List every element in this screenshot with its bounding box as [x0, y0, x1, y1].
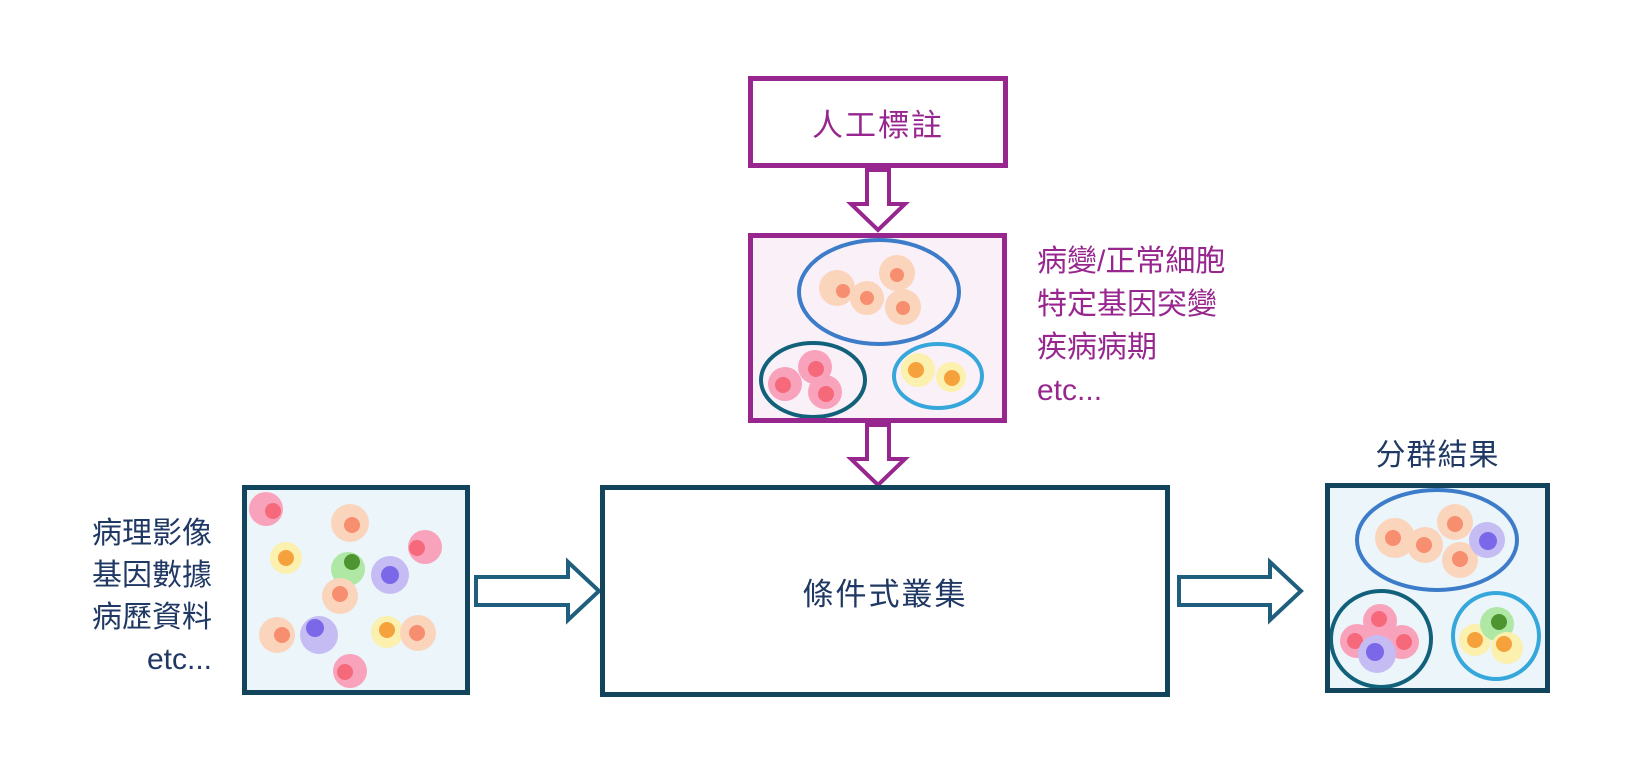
cell-peach — [322, 578, 358, 614]
cell-purple — [300, 616, 338, 654]
input-cells-box — [242, 485, 470, 695]
clustering-result-box — [1325, 483, 1550, 693]
cell-yellow — [1491, 632, 1523, 664]
cell-peach — [1407, 527, 1443, 563]
cell-yellow — [936, 362, 966, 392]
cluster-outline-blue — [797, 238, 961, 346]
cluster-outline-cyan — [892, 342, 984, 410]
cell-pink — [808, 375, 842, 409]
unclustered-cells-illustration — [249, 492, 442, 688]
cell-green — [331, 552, 365, 586]
cell-yellow — [270, 542, 302, 574]
cell-pink — [408, 530, 442, 564]
cell-purple — [1469, 522, 1505, 558]
cell-peach — [885, 289, 921, 325]
cell-peach — [259, 617, 295, 653]
cell-purple — [1358, 635, 1396, 673]
manual-annotation-label: 人工標註 — [812, 107, 944, 143]
right-arrow-icon — [474, 557, 602, 625]
cluster-outline-blue — [1355, 488, 1519, 592]
cell-pink — [249, 492, 283, 526]
condition-label-list: 病變/正常細胞 特定基因突變 疾病病期 etc... — [1037, 240, 1225, 412]
input-line: 病理影像 — [92, 517, 212, 550]
cell-pink — [768, 367, 802, 401]
cell-pink — [333, 654, 367, 688]
condition-line: 特定基因突變 — [1037, 288, 1217, 321]
manual-annotation-box: 人工標註 — [748, 76, 1008, 168]
condition-line: 病變/正常細胞 — [1037, 245, 1226, 278]
cluster-outline-dark-teal — [1330, 589, 1433, 688]
input-line: 基因數據 — [92, 559, 212, 592]
input-line: etc... — [146, 643, 212, 676]
input-line: 病歷資料 — [92, 601, 212, 634]
conditional-clustering-box: 條件式叢集 — [600, 485, 1170, 697]
cell-peach — [879, 255, 915, 291]
clustered-cells-illustration — [1330, 488, 1541, 688]
labeled-examples-box — [748, 233, 1007, 423]
cell-peach — [1437, 504, 1473, 540]
cell-yellow — [901, 353, 935, 387]
cell-pink — [1363, 604, 1397, 638]
cell-peach — [850, 281, 884, 315]
cell-peach — [819, 270, 855, 306]
down-arrow-icon — [846, 423, 910, 488]
conditional-clustering-label: 條件式叢集 — [802, 576, 968, 612]
cell-peach — [400, 615, 436, 651]
cluster-outline-cyan — [1451, 591, 1541, 681]
cell-peach — [1442, 542, 1478, 578]
cluster-outline-dark-teal — [759, 341, 867, 418]
right-arrow-icon — [1177, 557, 1304, 625]
condition-line: 疾病病期 — [1037, 331, 1157, 364]
cell-peach — [331, 504, 369, 542]
input-data-list: 病理影像 基因數據 病歷資料 etc... — [40, 513, 212, 681]
down-arrow-icon — [846, 168, 910, 233]
cell-purple — [371, 556, 409, 594]
cell-yellow — [371, 616, 403, 648]
annotated-cells-illustration — [759, 238, 984, 418]
cell-peach — [1375, 518, 1415, 558]
result-title: 分群結果 — [1375, 439, 1500, 472]
condition-line: etc... — [1037, 374, 1103, 407]
